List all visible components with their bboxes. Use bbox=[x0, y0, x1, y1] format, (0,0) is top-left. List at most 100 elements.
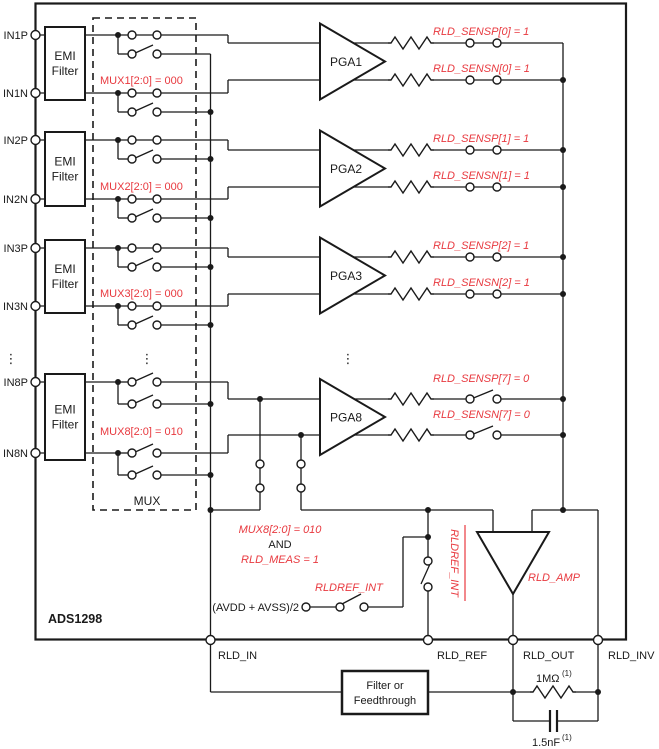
switch-contact bbox=[492, 182, 502, 192]
switch-contact bbox=[152, 88, 162, 98]
chip-pin bbox=[507, 634, 519, 646]
switch-contact bbox=[127, 301, 137, 311]
junction-dot bbox=[425, 507, 431, 513]
emi-filter-label: EMI bbox=[54, 403, 75, 417]
junction-dot bbox=[115, 379, 121, 385]
switch-contact bbox=[127, 154, 137, 164]
switch-contact bbox=[465, 38, 475, 48]
switch-contact bbox=[152, 30, 162, 40]
feedback-resistor bbox=[530, 684, 576, 700]
switch-contact bbox=[465, 289, 475, 299]
junction-dot bbox=[257, 396, 263, 402]
junction-dot bbox=[560, 291, 566, 297]
switch-blade bbox=[470, 389, 494, 400]
switch-contact bbox=[465, 182, 475, 192]
switch-contact bbox=[492, 252, 502, 262]
ellipsis: ⋮ bbox=[5, 351, 18, 366]
junction-dot bbox=[595, 689, 601, 695]
shape-layer bbox=[30, 2, 628, 716]
chip-pin bbox=[592, 634, 604, 646]
mux-dashed-box bbox=[92, 17, 197, 511]
emi-filter-box bbox=[44, 373, 86, 461]
switch-contact bbox=[423, 582, 433, 592]
chip-pin bbox=[205, 634, 216, 646]
emi-filter-box bbox=[44, 26, 86, 101]
pga-label: PGA8 bbox=[330, 411, 362, 425]
junction-dot bbox=[425, 534, 431, 540]
switch-contact bbox=[152, 448, 162, 458]
switch-contact bbox=[359, 602, 369, 612]
pin-label: RLD_OUT bbox=[523, 650, 575, 662]
pin-label: RLD_REF bbox=[437, 650, 487, 662]
junction-dot bbox=[207, 472, 214, 478]
sens-setting-label: RLD_SENSN[2] = 1 bbox=[433, 277, 530, 289]
junction-dot bbox=[115, 303, 121, 309]
switch-contact bbox=[127, 194, 137, 204]
switch-contact bbox=[152, 262, 162, 272]
switch-contact bbox=[465, 145, 475, 155]
switch-contact bbox=[301, 602, 311, 612]
emi-filter-box bbox=[44, 239, 86, 314]
pga-label: PGA2 bbox=[330, 162, 362, 176]
device-label: ADS1298 bbox=[48, 612, 102, 626]
filter-feedthrough-box bbox=[340, 669, 430, 716]
sens-setting-label: RLD_SENSN[1] = 1 bbox=[433, 170, 530, 182]
switch-contact bbox=[492, 430, 502, 440]
rldref-int-bar-label: RLDREF_INT bbox=[448, 529, 460, 598]
input-pin-label: IN8N bbox=[3, 448, 28, 460]
switch-contact bbox=[465, 75, 475, 85]
junction-dot bbox=[115, 245, 121, 251]
switch-contact bbox=[127, 377, 137, 387]
switch-contact bbox=[492, 394, 502, 404]
switch-contact bbox=[127, 320, 137, 330]
switch-contact bbox=[127, 448, 137, 458]
rldref-int-bar-group: RLDREF_INT bbox=[448, 525, 466, 601]
input-pin bbox=[30, 29, 41, 41]
rld-meas-condition: RLD_MEAS = 1 bbox=[241, 554, 319, 566]
input-pin-label: IN3N bbox=[3, 301, 28, 313]
resistor bbox=[388, 286, 434, 302]
switch-contact bbox=[152, 213, 162, 223]
chip-outline bbox=[34, 2, 628, 641]
resistor bbox=[388, 179, 434, 195]
sens-setting-label: RLD_SENSN[7] = 0 bbox=[433, 409, 531, 421]
sens-setting-label: RLD_SENSP[7] = 0 bbox=[433, 373, 530, 385]
resistor bbox=[388, 249, 434, 265]
switch-contact bbox=[296, 483, 306, 493]
input-pin-label: IN1P bbox=[4, 30, 28, 42]
switch-contact bbox=[127, 30, 137, 40]
resistor-note-sup: (1) bbox=[562, 669, 572, 678]
rld-meas-condition: MUX8[2:0] = 010 bbox=[239, 524, 323, 536]
switch-contact bbox=[465, 394, 475, 404]
rld-amp-label: RLD_AMP bbox=[528, 572, 581, 584]
junction-dot bbox=[115, 90, 121, 96]
mux-box-label: MUX bbox=[134, 494, 161, 508]
input-pin-label: IN3P bbox=[4, 243, 28, 255]
junction-dot bbox=[207, 322, 214, 328]
switch-contact bbox=[152, 49, 162, 59]
junction-layer bbox=[115, 32, 601, 695]
input-pin-label: IN2N bbox=[3, 194, 28, 206]
switch-contact bbox=[465, 430, 475, 440]
junction-dot bbox=[115, 137, 121, 143]
sens-setting-label: RLD_SENSP[1] = 1 bbox=[433, 133, 529, 145]
switch-contact bbox=[152, 399, 162, 409]
junction-dot bbox=[207, 264, 214, 270]
switch-contact bbox=[255, 459, 265, 469]
rld-amplifier bbox=[475, 531, 551, 596]
emi-filter-label: EMI bbox=[54, 262, 75, 276]
input-pin-label: IN1N bbox=[3, 88, 28, 100]
switch-contact bbox=[255, 483, 265, 493]
mux-setting-label: MUX8[2:0] = 010 bbox=[100, 426, 183, 438]
emi-filter-label: Filter bbox=[52, 418, 79, 432]
emi-filter-label: Filter bbox=[52, 277, 79, 291]
switch-contact bbox=[127, 49, 137, 59]
ellipsis: ⋮ bbox=[342, 351, 355, 366]
junction-dot bbox=[560, 77, 566, 83]
pin-label: RLD_IN bbox=[218, 650, 257, 662]
resistor bbox=[388, 72, 434, 88]
switch-contact bbox=[127, 399, 137, 409]
